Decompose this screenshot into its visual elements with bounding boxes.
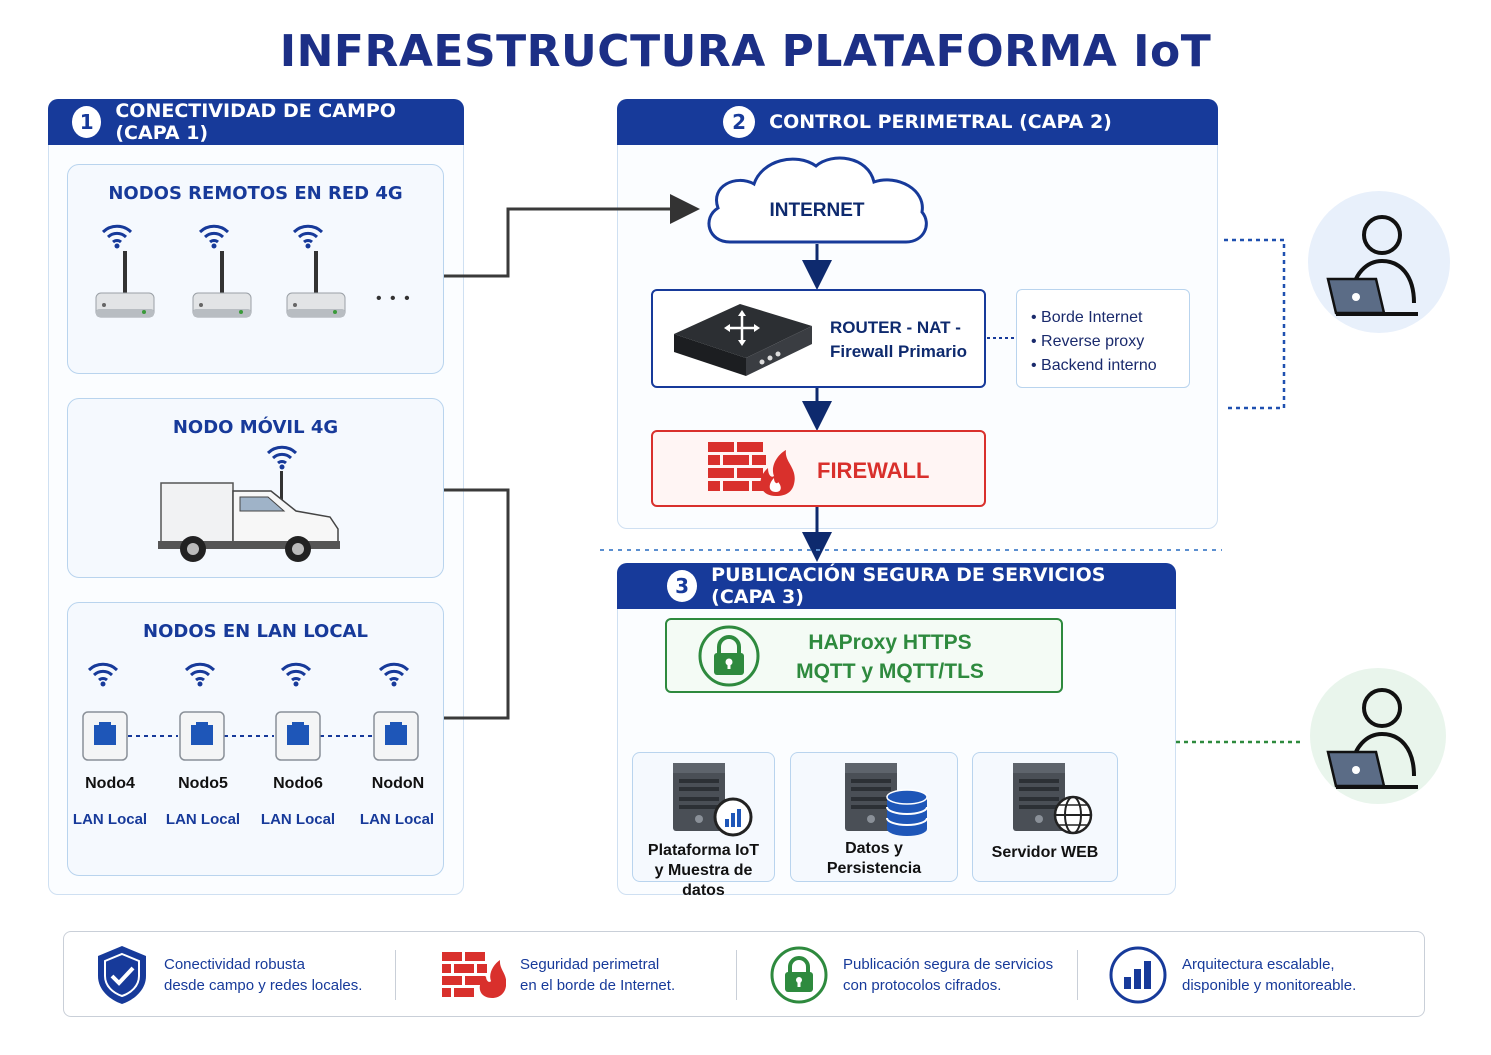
lan-nodes-title: NODOS EN LAN LOCAL [143,621,368,642]
lan-node-network: LAN Local [359,811,435,828]
haproxy-label: HAProxy HTTPS MQTT y MQTT/TLS [765,628,1015,686]
footer-summary: Conectividad robusta desde campo y redes … [63,931,1425,1017]
public-user-icon [1310,668,1446,804]
lan-node-network: LAN Local [165,811,241,828]
footer-text: en el borde de Internet. [520,977,676,994]
haproxy-label-line1: HAProxy HTTPS [808,631,972,654]
router-label-line2: Firewall Primario [830,342,967,361]
firewall-icon [442,952,506,998]
footer-divider [1077,950,1078,1000]
database-icon [845,763,928,836]
globe-icon [1013,763,1093,835]
footer-text: desde campo y redes locales. [164,977,363,994]
mobile-node-box: NODO MÓVIL 4G [67,398,444,578]
layer1-header-label: CONECTIVIDAD DE CAMPO (CAPA 1) [115,100,396,144]
router-label-line1: ROUTER - NAT - [830,318,961,337]
lan-node-name: NodoN [371,775,425,792]
shield-check-icon [98,946,146,1004]
layer2-header-label: CONTROL PERIMETRAL (CAPA 2) [769,111,1112,133]
haproxy-label-line2: MQTT y MQTT/TLS [796,660,984,683]
bar-chart-icon [1109,946,1167,1004]
router-label: ROUTER - NAT - Firewall Primario [830,316,970,364]
layer2-header: 2 CONTROL PERIMETRAL (CAPA 2) [617,99,1218,145]
chart-icon [673,763,753,837]
footer-text: Arquitectura escalable, [1182,956,1335,973]
lock-icon [698,625,760,687]
footer-text: disponible y monitoreable. [1182,977,1357,994]
lan-node-name: Nodo5 [178,775,228,792]
layer1-number: 1 [72,106,102,138]
footer-text: con protocolos cifrados. [843,977,1002,994]
footer-item: Publicación segura de servicios con proto… [769,932,1053,1018]
truck-icon [158,445,340,562]
server-card-web: Servidor WEB [972,752,1118,882]
footer-text: Conectividad robusta [164,956,305,973]
router-device-icon [674,304,812,376]
admin-access-connector [1224,238,1286,410]
footer-divider [736,950,737,1000]
layer1-header: 1 CONECTIVIDAD DE CAMPO (CAPA 1) [48,99,464,145]
remote-to-internet-connector [444,194,700,278]
layer3-header-label: PUBLICACIÓN SEGURA DE SERVICIOS (CAPA 3) [711,564,1106,608]
more-nodes-ellipsis: • • • [376,290,412,307]
footer-item: Arquitectura escalable, disponible y moni… [1108,932,1356,1018]
lan-node-network: LAN Local [72,811,148,828]
remote-nodes-title: NODOS REMOTOS EN RED 4G [108,183,403,204]
firewall-icon [708,442,795,496]
server-label: Servidor WEB [991,844,1099,861]
layer3-number: 3 [667,570,698,602]
router-notes-box: • Borde Internet • Reverse proxy • Backe… [1016,289,1190,388]
mobile-lan-connector [444,488,510,720]
page-title: INFRAESTRUCTURA PLATAFORMA IoT [279,26,1212,77]
footer-item: Seguridad perimetral en el borde de Inter… [440,932,675,1018]
footer-item: Conectividad robusta desde campo y redes … [94,932,362,1018]
mobile-node-title: NODO MÓVIL 4G [172,417,339,438]
lan-nodes-box: NODOS EN LAN LOCAL Nodo4 LAN Local Nodo5… [67,602,444,876]
lan-node-network: LAN Local [260,811,336,828]
lan-nodes-graphic [82,662,419,761]
footer-text: Seguridad perimetral [520,956,660,973]
internet-label: INTERNET [769,200,865,221]
lan-node-name: Nodo4 [85,775,135,792]
router-note-item: • Reverse proxy [1031,333,1145,350]
footer-text: Publicación segura de servicios [843,956,1054,973]
router-note-item: • Backend interno [1031,357,1157,374]
firewall-label: FIREWALL [817,458,930,483]
admin-user-icon [1308,191,1450,333]
remote-nodes-box: NODOS REMOTOS EN RED 4G • • • [67,164,444,374]
router-note-item: • Borde Internet [1031,309,1143,326]
layer3-header: 3 PUBLICACIÓN SEGURA DE SERVICIOS (CAPA … [617,563,1176,609]
lock-icon [770,946,828,1004]
cloud-icon [707,156,928,244]
firewall-box [651,430,986,507]
layer2-number: 2 [723,106,756,138]
lan-node-name: Nodo6 [273,775,323,792]
footer-divider [395,950,396,1000]
